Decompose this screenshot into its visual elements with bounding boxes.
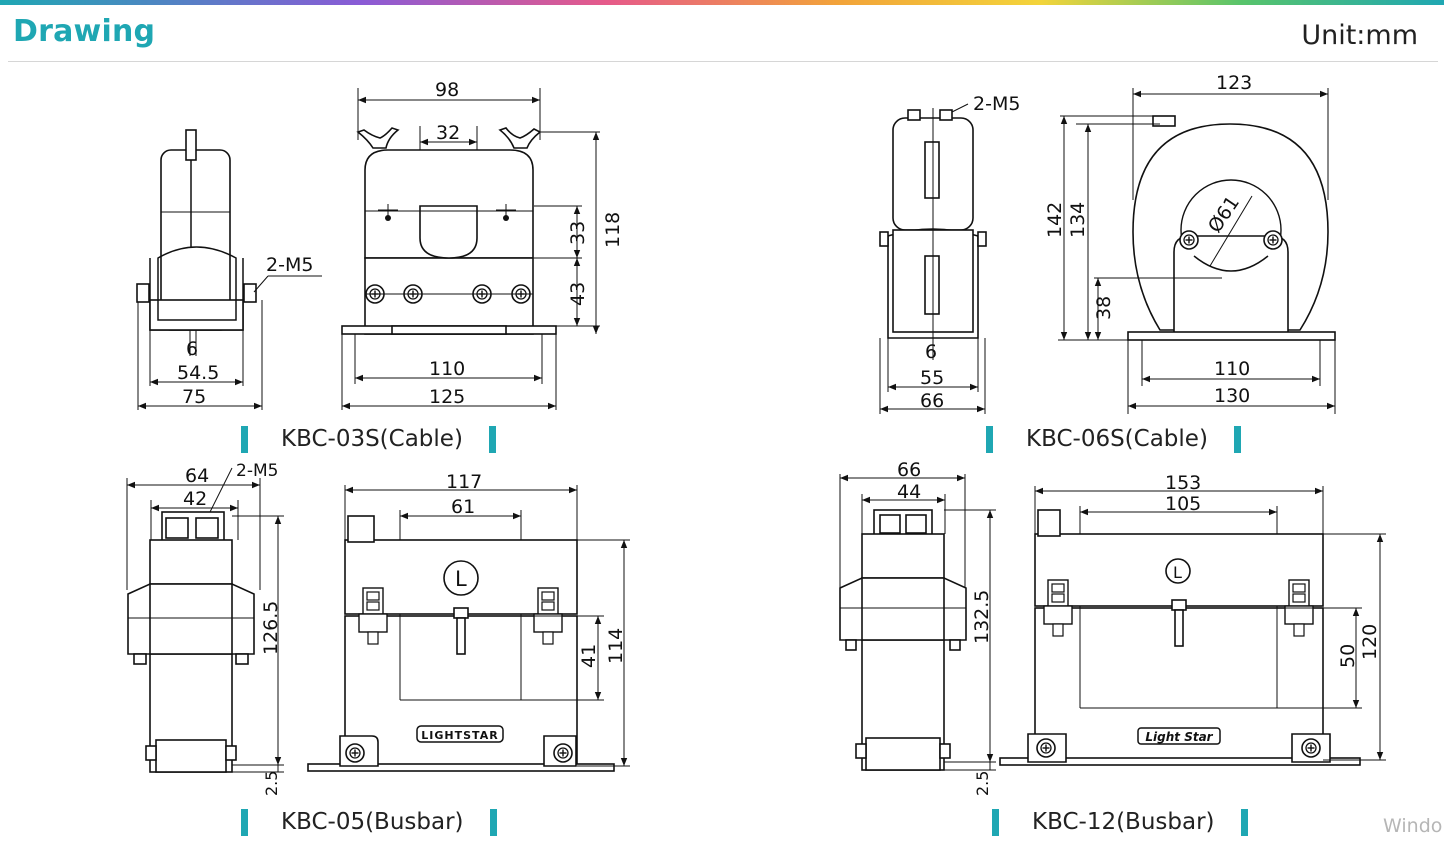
kbc-03s-dim-43: 43	[567, 282, 589, 306]
kbc-12-mark: L	[1173, 563, 1182, 582]
kbc-06s-dim-110: 110	[1214, 358, 1250, 380]
kbc-05-dim-114: 114	[605, 628, 627, 664]
caption-text: KBC-06S(Cable)	[1026, 426, 1208, 452]
kbc-12-dim-105: 105	[1165, 493, 1201, 515]
kbc-05-dim-41: 41	[578, 644, 600, 668]
caption-bar-left	[241, 808, 248, 836]
kbc-05-dim-61: 61	[451, 496, 475, 518]
unit-label: Unit:mm	[1301, 20, 1418, 51]
kbc-03s-dim-6: 6	[186, 338, 198, 360]
header-divider	[8, 61, 1438, 62]
kbc-05-dim-64: 64	[185, 465, 209, 487]
kbc-03s-front-view: 98 32 33 43 118	[341, 79, 624, 410]
kbc-06s-dim-38: 38	[1093, 296, 1115, 320]
kbc-03s-dim-98: 98	[435, 79, 459, 101]
kbc-06s-front-view: 123 Ø61 142 134 38 110 130	[1044, 72, 1336, 414]
caption-kbc-03s: KBC-03S(Cable)	[241, 424, 496, 454]
kbc-05-dim-126-5: 126.5	[260, 601, 282, 655]
caption-bar-right	[489, 808, 497, 836]
kbc-03s-dim-75: 75	[182, 386, 206, 408]
kbc-06s-dim-6: 6	[925, 341, 937, 363]
caption-kbc-12: KBC-12(Busbar)	[992, 807, 1248, 837]
kbc-06s-dim-66: 66	[920, 390, 944, 412]
kbc-12-dim-153: 153	[1165, 472, 1201, 494]
kbc-12-brand: Light Star	[1145, 730, 1213, 744]
kbc-05-dim-42: 42	[183, 488, 207, 510]
kbc-12-dim-2-5: 2.5	[973, 771, 992, 796]
kbc-12-dim-120: 120	[1359, 624, 1381, 660]
kbc-06s-dim-123: 123	[1216, 72, 1252, 94]
caption-text: KBC-03S(Cable)	[281, 426, 463, 452]
kbc-05-side-view: 64 42 2-M5 126.5 2.5	[126, 461, 284, 796]
kbc-12-dim-50: 50	[1337, 644, 1359, 668]
kbc-06s-dim-134: 134	[1067, 202, 1089, 238]
caption-kbc-06s: KBC-06S(Cable)	[986, 424, 1241, 454]
kbc-06s-dim-130: 130	[1214, 385, 1250, 407]
kbc-03s-dim-33: 33	[567, 221, 589, 245]
kbc-03s-dim-54-5: 54.5	[177, 362, 219, 384]
kbc-06s-dim-142: 142	[1044, 202, 1066, 238]
kbc-12-dim-44: 44	[897, 481, 921, 503]
kbc-05-front-view: 117 61 L LIGHTSTAR 41 114	[307, 471, 630, 772]
kbc-06s-dim-55: 55	[920, 367, 944, 389]
caption-bar-right	[488, 425, 496, 453]
kbc-03s-dim-110: 110	[429, 358, 465, 380]
page-title: Drawing	[13, 14, 156, 49]
kbc-03s-dim-32: 32	[436, 122, 460, 144]
kbc-12-side-view: 66 44 132.5 2.5	[839, 459, 996, 796]
kbc-06s-terminal-label: 2-M5	[973, 93, 1020, 115]
caption-bar-left	[241, 425, 248, 453]
caption-bar-right	[1240, 808, 1248, 836]
kbc-03s-terminal-label: 2-M5	[266, 254, 313, 276]
caption-text: KBC-12(Busbar)	[1032, 809, 1215, 835]
caption-text: KBC-05(Busbar)	[281, 809, 464, 835]
activation-watermark: Windo	[1383, 815, 1443, 837]
kbc-03s-dim-125: 125	[429, 386, 465, 408]
caption-bar-left	[992, 808, 999, 836]
kbc-12-dim-66: 66	[897, 459, 921, 481]
kbc-12-front-view: 153 105 L Light Star 50 120	[999, 472, 1386, 766]
kbc-05-mark: L	[455, 567, 467, 591]
kbc-03s-dim-118: 118	[602, 212, 624, 248]
kbc-05-dim-117: 117	[446, 471, 482, 493]
top-gradient-bar	[0, 0, 1444, 5]
kbc-03s-side-view: 2-M5 6 54.5 75	[136, 129, 322, 410]
caption-kbc-05: KBC-05(Busbar)	[241, 807, 497, 837]
kbc-12-dim-132-5: 132.5	[971, 590, 993, 644]
kbc-06s-side-view: 2-M5 6 55 66	[879, 93, 1020, 414]
caption-bar-left	[986, 425, 993, 453]
kbc-05-brand: LIGHTSTAR	[421, 729, 498, 742]
kbc-05-dim-2-5: 2.5	[262, 771, 281, 796]
caption-bar-right	[1233, 425, 1241, 453]
kbc-05-terminal-label: 2-M5	[236, 461, 278, 481]
